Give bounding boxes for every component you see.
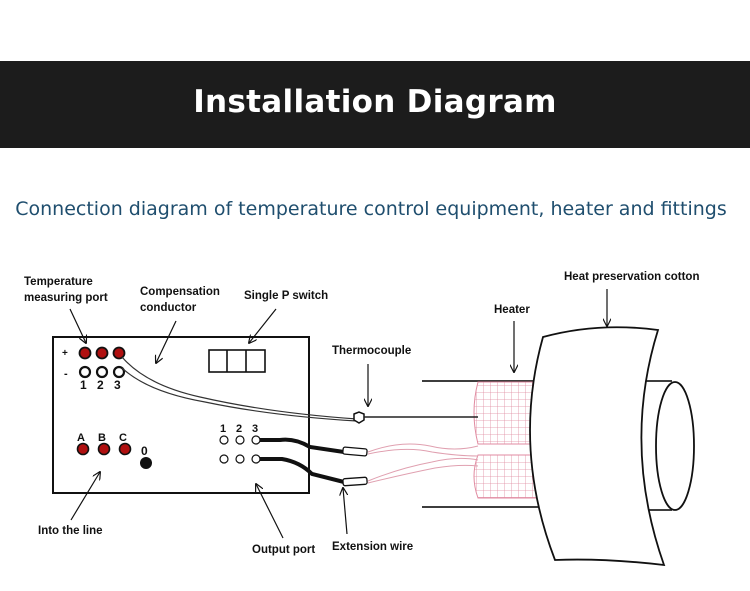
thermocouple-label: Thermocouple [332, 345, 411, 357]
output-leads [260, 437, 368, 487]
output-number-1: 1 [220, 423, 226, 435]
extension-wires [367, 443, 479, 484]
output-port-terminals: 1 2 3 [219, 423, 261, 464]
callout-labels: Temperature measuring port Compensation … [24, 271, 699, 556]
phase-a-label: A [77, 432, 85, 444]
cotton-label: Heat preservation cotton [564, 271, 699, 283]
port-number-3: 3 [114, 378, 121, 392]
compensation-wire [121, 356, 478, 424]
neutral-label: 0 [141, 444, 148, 458]
switch-label: Single P switch [244, 290, 328, 302]
into-line-label: Into the line [38, 525, 103, 537]
diagram-subtitle: Connection diagram of temperature contro… [15, 198, 727, 220]
callout-arrows [69, 289, 607, 539]
plus-sign: + [62, 348, 68, 359]
port-number-1: 1 [80, 378, 87, 392]
output-number-2: 2 [236, 423, 242, 435]
temperature-port-terminals: + - 1 2 3 [62, 346, 126, 392]
temperature-port-label-line1: Temperature [24, 276, 93, 288]
insulation-sleeve [529, 326, 695, 567]
output-number-3: 3 [252, 423, 258, 435]
output-port-label: Output port [252, 544, 315, 556]
temperature-port-label-line2: measuring port [24, 292, 108, 304]
port-number-2: 2 [97, 378, 104, 392]
compensation-label-line1: Compensation [140, 286, 220, 298]
phase-b-label: B [98, 432, 106, 444]
phase-c-label: C [119, 432, 127, 444]
extension-wire-label: Extension wire [332, 541, 413, 553]
compensation-label-line2: conductor [140, 302, 197, 314]
heater-label: Heater [494, 304, 530, 316]
header-banner [0, 61, 750, 148]
line-input-terminals: A B C 0 [76, 432, 152, 469]
controller-box [52, 336, 310, 494]
minus-sign: - [64, 368, 68, 380]
page-title: Installation Diagram [193, 84, 557, 120]
